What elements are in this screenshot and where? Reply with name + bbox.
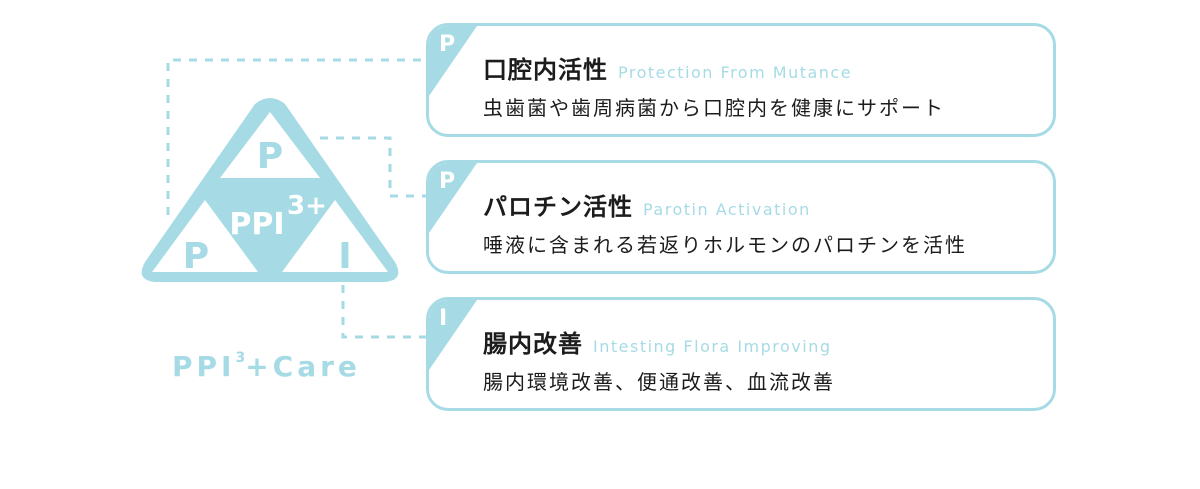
ppi3-care-caption: PPI3+Care (172, 350, 361, 383)
card-intestinal-improvement: I 腸内改善 Intesting Flora Improving 腸内環境改善、便… (426, 297, 1056, 411)
card-description: 虫歯菌や歯周病菌から口腔内を健康にサポート (483, 96, 945, 120)
triangle-left-letter: P (183, 236, 209, 277)
card-corner-letter: P (439, 169, 456, 194)
triangle-top-segment (220, 112, 320, 178)
card-heading: 腸内改善 Intesting Flora Improving (483, 324, 832, 359)
triangle-right-segment (282, 200, 388, 272)
card-corner-tab (429, 26, 477, 96)
card-parotin-activation: P パロチン活性 Parotin Activation 唾液に含まれる若返りホルモ… (426, 160, 1056, 274)
triangle-right-letter: I (338, 236, 351, 277)
card-subtitle: Intesting Flora Improving (593, 337, 832, 356)
triangle-top-letter: P (257, 136, 283, 177)
triangle-center-text: PPI (229, 207, 284, 242)
connector-card-2 (320, 136, 426, 198)
card-oral-protection: P 口腔内活性 Protection From Mutance 虫歯菌や歯周病菌か… (426, 23, 1056, 137)
card-corner-tab (429, 300, 477, 370)
connector-card-1 (166, 58, 426, 215)
card-title: パロチン活性 (483, 193, 633, 221)
card-corner-tab (429, 163, 477, 233)
connector-card-3 (341, 285, 426, 339)
caption-superscript: 3 (235, 350, 246, 366)
card-title: 腸内改善 (483, 330, 583, 358)
card-subtitle: Protection From Mutance (618, 63, 853, 82)
caption-main: PPI (172, 350, 236, 383)
card-description: 唾液に含まれる若返りホルモンのパロチンを活性 (483, 233, 967, 257)
triangle-left-segment (152, 200, 258, 272)
caption-rest: +Care (245, 350, 361, 383)
card-heading: パロチン活性 Parotin Activation (483, 187, 811, 222)
card-subtitle: Parotin Activation (643, 200, 811, 219)
triangle-center-superscript: 3+ (287, 191, 327, 221)
card-corner-letter: P (439, 32, 456, 57)
card-heading: 口腔内活性 Protection From Mutance (483, 50, 852, 85)
card-description: 腸内環境改善、便通改善、血流改善 (483, 370, 835, 394)
card-title: 口腔内活性 (483, 56, 608, 84)
ppi-triangle-logo: P PPI 3+ P I (141, 98, 399, 282)
card-corner-letter: I (439, 306, 448, 331)
